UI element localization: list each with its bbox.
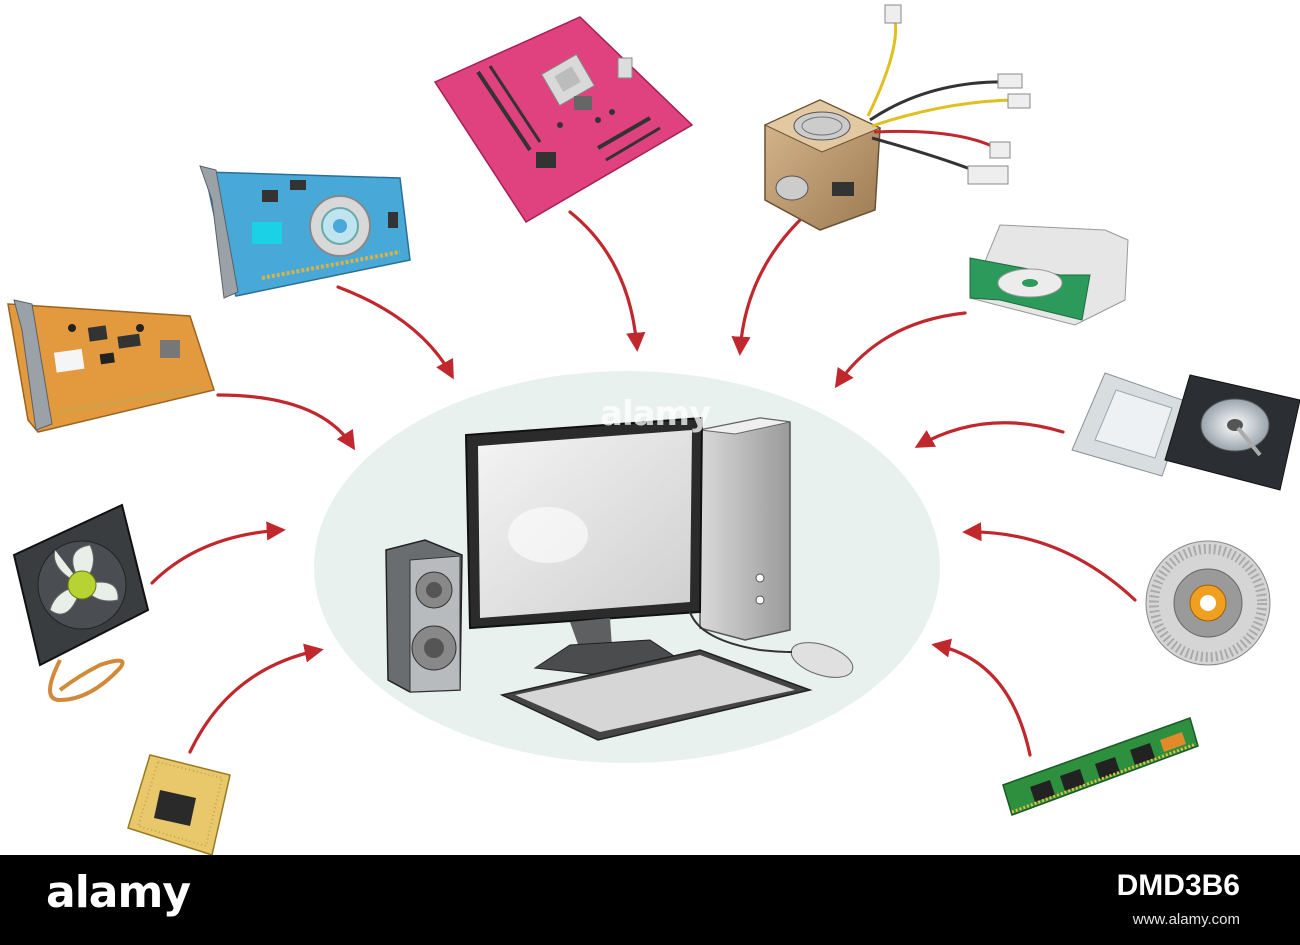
arrow-sound-card <box>216 393 356 451</box>
arrow-case-fan <box>150 521 286 585</box>
desktop-computer-icon <box>385 416 854 741</box>
power-supply-icon <box>763 4 1031 231</box>
site-url: www.alamy.com <box>1132 911 1240 928</box>
optical-drive-icon <box>969 224 1129 326</box>
arrow-motherboard <box>568 210 646 352</box>
cpu-cooler-icon <box>1145 540 1271 666</box>
arrow-power-supply <box>731 218 802 356</box>
arrow-optical-drive <box>834 311 967 389</box>
mouse-icon <box>790 642 854 678</box>
sound-card-icon <box>7 299 215 433</box>
arrows <box>150 210 1137 757</box>
arrow-cpu-cooler <box>962 522 1137 602</box>
arrow-hard-drives <box>914 421 1065 448</box>
ram-module-icon <box>1002 717 1199 816</box>
arrow-ram <box>931 638 1032 757</box>
footer-bar: alamy DMD3B6 www.alamy.com <box>0 855 1300 945</box>
graphics-card-icon <box>199 165 411 299</box>
tower-icon <box>699 417 791 641</box>
arrow-cpu-chip <box>188 643 324 754</box>
alamy-logo: alamy <box>46 867 191 918</box>
image-id: DMD3B6 <box>1116 869 1240 902</box>
computer-components-diagram <box>7 4 1300 855</box>
motherboard-icon <box>433 16 694 224</box>
arrow-graphics-card <box>336 285 454 380</box>
watermark-text: alamy <box>600 394 711 434</box>
hard-drives-icon <box>1071 372 1300 491</box>
case-fan-icon <box>12 503 150 703</box>
cpu-chip-icon <box>127 754 231 855</box>
